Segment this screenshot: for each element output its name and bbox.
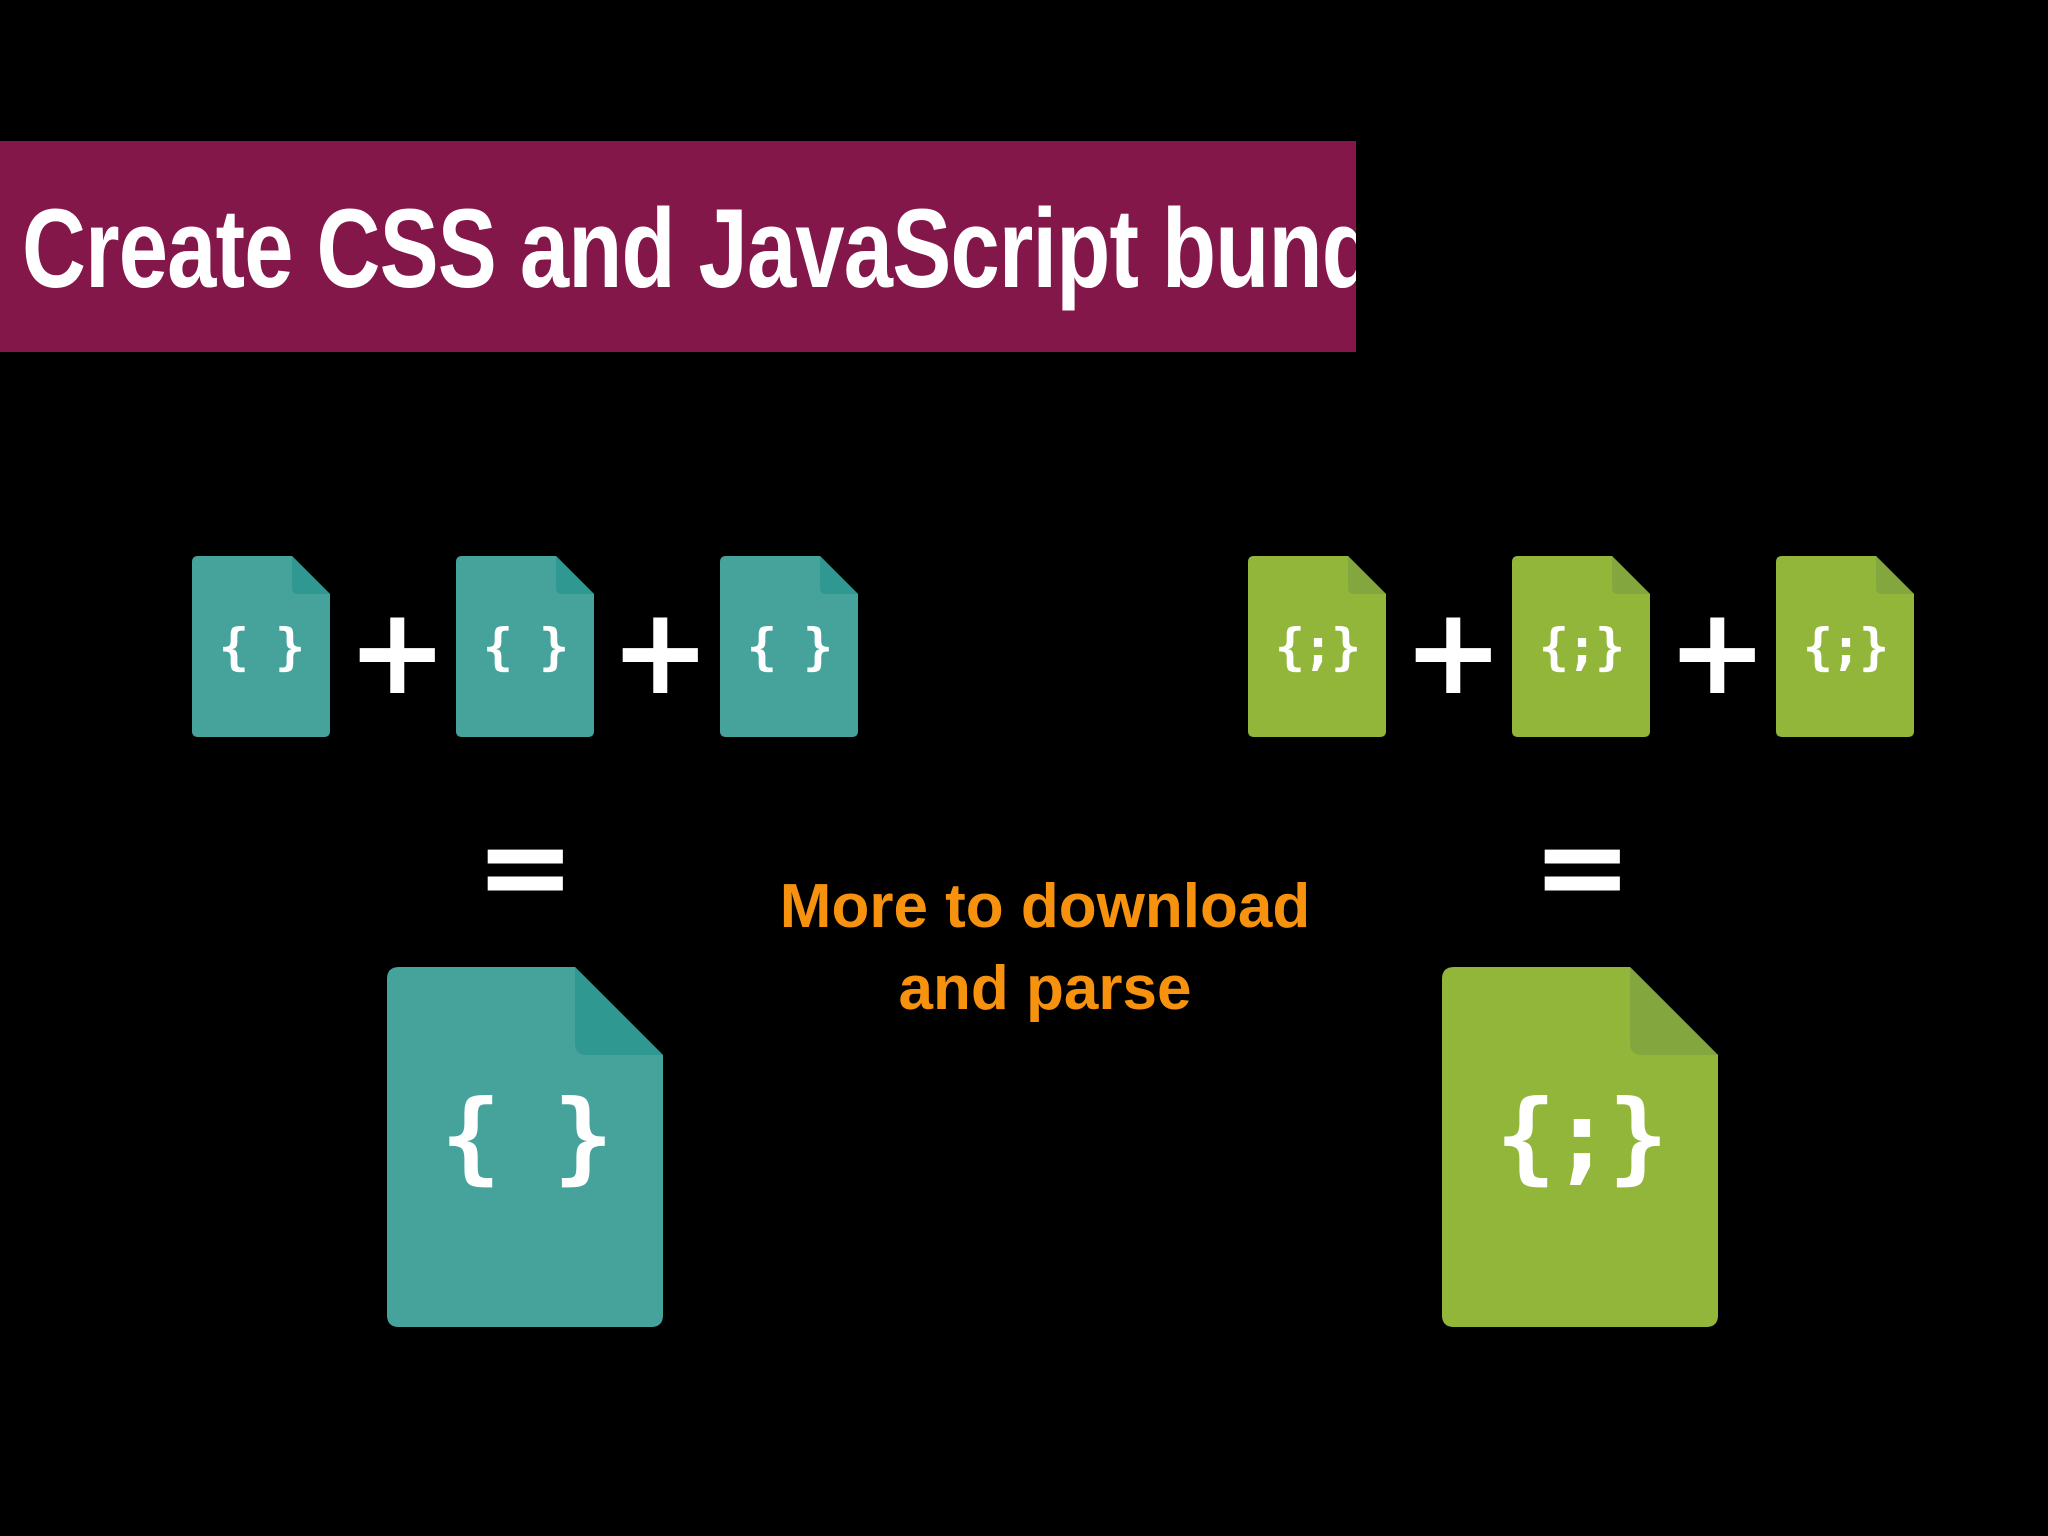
note-line: More to download xyxy=(779,872,1311,941)
css-bundle-file-icon: { } xyxy=(387,967,663,1327)
js-brace-semicolon-glyph: {;} xyxy=(1538,618,1625,676)
plus-sign: + xyxy=(1667,583,1768,722)
js-brace-semicolon-glyph: {;} xyxy=(1274,618,1361,676)
title-banner: Create CSS and JavaScript bundles xyxy=(0,141,1356,352)
js-file-icon: {;} xyxy=(1512,556,1650,737)
css-brace-glyph: { } xyxy=(746,618,833,676)
js-file-icon: {;} xyxy=(1776,556,1914,737)
note-line: and parse xyxy=(898,954,1192,1023)
css-file-icon: { } xyxy=(720,556,858,737)
css-file-icon: { } xyxy=(192,556,330,737)
equals-sign: = xyxy=(1532,798,1633,937)
download-parse-note: More to download and parse xyxy=(720,866,1370,1030)
plus-sign: + xyxy=(1403,583,1504,722)
js-brace-semicolon-glyph: {;} xyxy=(1802,618,1889,676)
css-file-icon: { } xyxy=(456,556,594,737)
css-brace-glyph: { } xyxy=(440,1078,614,1195)
equals-sign: = xyxy=(475,798,576,937)
plus-sign: + xyxy=(610,583,711,722)
css-brace-glyph: { } xyxy=(218,618,305,676)
slide-title: Create CSS and JavaScript bundles xyxy=(22,186,1356,311)
js-brace-semicolon-glyph: {;} xyxy=(1495,1078,1669,1195)
js-bundle-file-icon: {;} xyxy=(1442,967,1718,1327)
js-file-icon: {;} xyxy=(1248,556,1386,737)
css-brace-glyph: { } xyxy=(482,618,569,676)
plus-sign: + xyxy=(347,583,448,722)
